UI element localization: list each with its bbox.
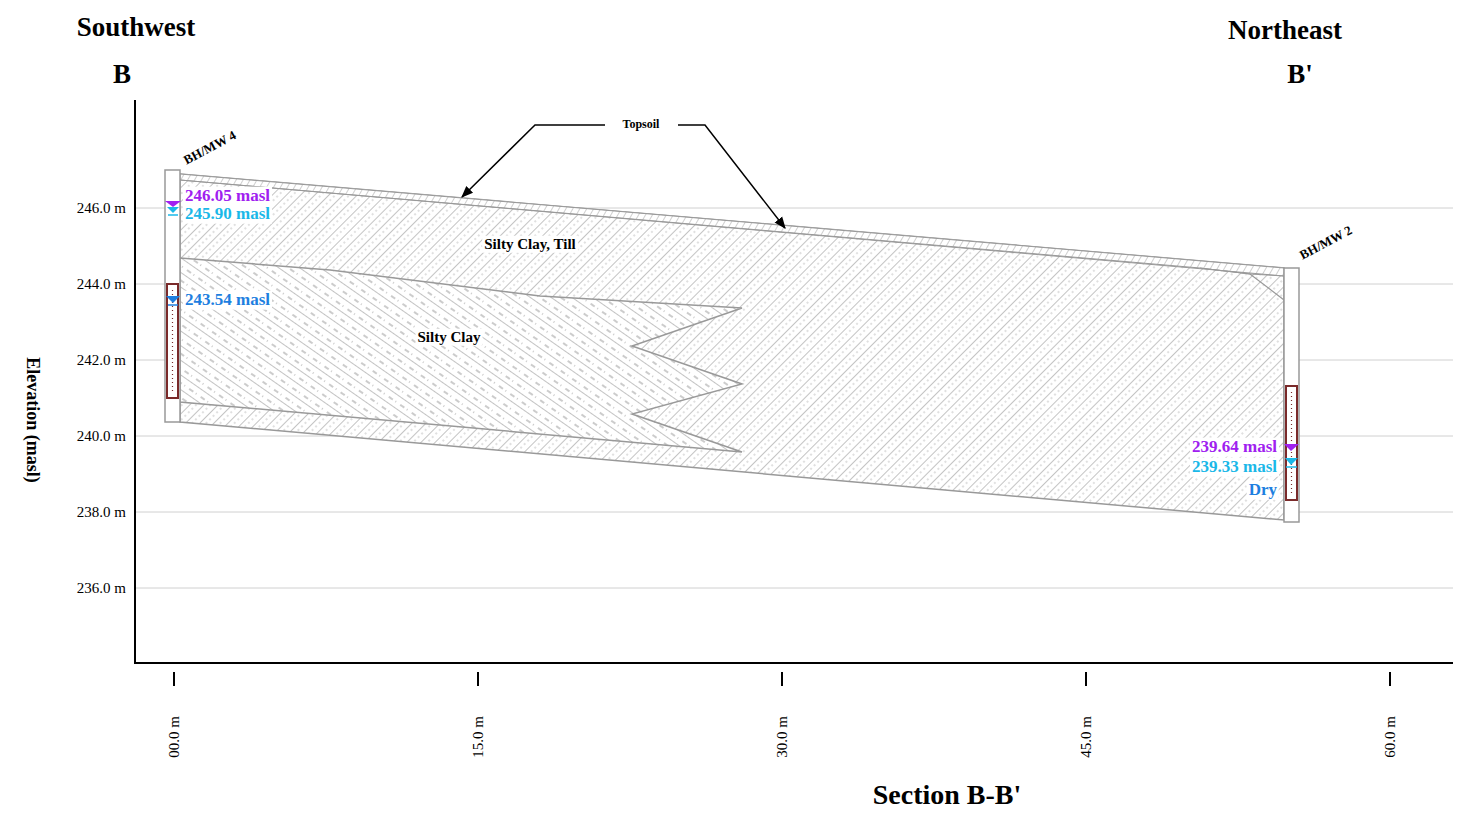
section-title: Section B-B'	[873, 780, 1022, 811]
water-level: 239.33 masl	[1190, 458, 1279, 477]
axis-tick-label: 15.0 m	[470, 716, 487, 758]
water-level: Dry	[1247, 481, 1279, 500]
section-end: B'	[1287, 60, 1313, 90]
borehole-name: BH/MW 4	[181, 128, 238, 167]
axis-title: Elevation (masl)	[22, 357, 42, 483]
borehole-name: BH/MW 2	[1297, 223, 1354, 262]
axis-tick-label: 60.0 m	[1382, 716, 1399, 758]
water-level: 246.05 masl	[183, 187, 272, 206]
axis-tick-label: 00.0 m	[166, 716, 183, 758]
axis-tick-label: 244.0 m	[77, 276, 126, 293]
axis-tick-label: 246.0 m	[77, 200, 126, 217]
axis-tick-label: 30.0 m	[774, 716, 791, 758]
water-level: 245.90 masl	[183, 205, 272, 224]
direction-label: Northeast	[1228, 16, 1342, 46]
direction-label: Southwest	[77, 13, 196, 43]
layer-name: Silty Clay	[416, 329, 483, 346]
layer-name: Silty Clay, Till	[482, 236, 578, 253]
axis-tick-label: 240.0 m	[77, 428, 126, 445]
axis-tick-label: 45.0 m	[1078, 716, 1095, 758]
axis-tick-label: 238.0 m	[77, 504, 126, 521]
axis-tick-label: 236.0 m	[77, 580, 126, 597]
water-level: 239.64 masl	[1190, 438, 1279, 457]
layer-callout: Topsoil	[621, 118, 662, 131]
water-level: 243.54 masl	[183, 291, 272, 310]
section-end: B	[113, 60, 131, 90]
axis-tick-label: 242.0 m	[77, 352, 126, 369]
